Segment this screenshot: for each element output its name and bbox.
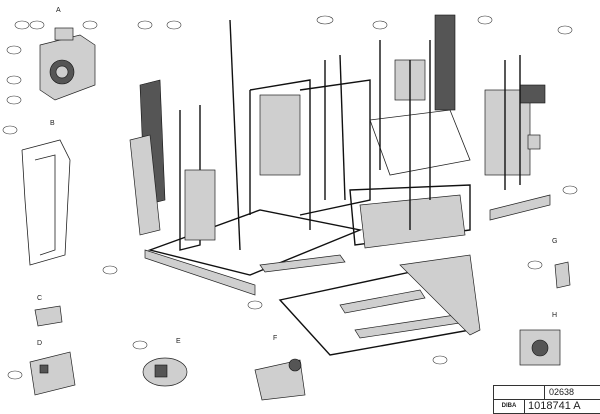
detail-label-b: B — [50, 120, 55, 127]
detail-a-motor-assembly — [39, 27, 96, 101]
right-drive-unit — [484, 55, 546, 190]
detail-label-f: F — [273, 335, 277, 342]
main-frame — [144, 14, 551, 296]
detail-label-a: A — [56, 7, 61, 14]
detail-c-part — [34, 305, 63, 327]
detail-label-h: H — [552, 312, 557, 319]
detail-d-part — [29, 351, 76, 396]
base-frame — [259, 254, 481, 356]
detail-f-part — [254, 358, 306, 401]
title-block: 02638 DIBA 1018741 A — [493, 385, 600, 414]
detail-label-e: E — [176, 338, 181, 345]
detail-label-d: D — [37, 340, 42, 347]
grille-panel-left — [129, 79, 166, 236]
company-logo: DIBA — [494, 400, 525, 413]
detail-h-part — [519, 329, 561, 366]
detail-b-bracket — [21, 139, 71, 266]
drawing-number: 02638 — [549, 387, 575, 397]
callout-bubbles — [2, 15, 578, 380]
detail-label-g: G — [552, 238, 557, 245]
detail-g-part — [554, 261, 571, 289]
part-number: 1018741 A — [528, 400, 581, 412]
detail-label-c: C — [37, 295, 42, 302]
detail-e-part — [142, 357, 188, 387]
